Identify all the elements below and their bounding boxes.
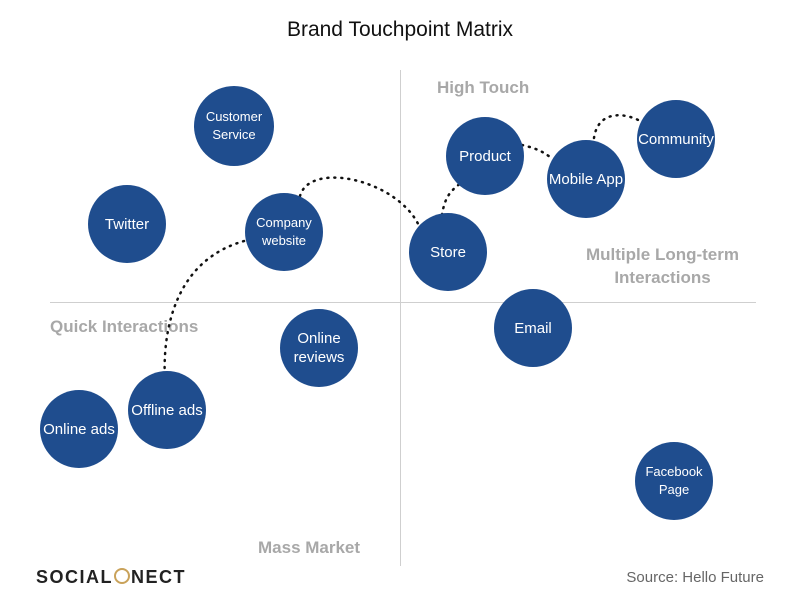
vertical-axis [400, 70, 401, 566]
axis-label-high-touch: High Touch [437, 78, 530, 97]
node-online-ads: Online ads [40, 390, 118, 468]
node-product: Product [446, 117, 524, 195]
node-store: Store [409, 213, 487, 291]
brand-logo-ring-icon [114, 568, 131, 584]
node-customer-service: Customer Service [194, 86, 274, 166]
node-online-reviews: Online reviews [280, 309, 358, 387]
axis-label-quick-interactions: Quick Interactions [50, 317, 199, 336]
connector-offline-ads-to-website [163, 238, 250, 384]
connector-store-to-product [440, 180, 464, 217]
source-credit: Source: Hello Future [626, 569, 764, 586]
node-community: Community [637, 100, 715, 178]
diagram-title: Brand Touchpoint Matrix [286, 18, 514, 41]
node-mobile-app: Mobile App [547, 140, 625, 218]
horizontal-axis [50, 302, 756, 303]
node-company-website: Company website [245, 193, 323, 271]
connector-website-to-store [298, 176, 422, 230]
node-email: Email [494, 289, 572, 367]
brand-logo-left: SOCIAL [36, 567, 114, 587]
connector-product-to-mobile-app [520, 143, 552, 159]
axis-label-mass-market: Mass Market [258, 538, 361, 557]
node-facebook-page: Facebook Page [635, 442, 713, 520]
brand-logo-right: NECT [131, 567, 187, 587]
brand-logo: SOCIAL NECT [36, 567, 186, 588]
node-twitter: Twitter [88, 185, 166, 263]
connector-mobile-app-to-community [592, 114, 644, 140]
axis-label-multiple-long-term-interactions: Multiple Long-term Interactions [586, 245, 739, 287]
node-offline-ads: Offline ads [128, 371, 206, 449]
